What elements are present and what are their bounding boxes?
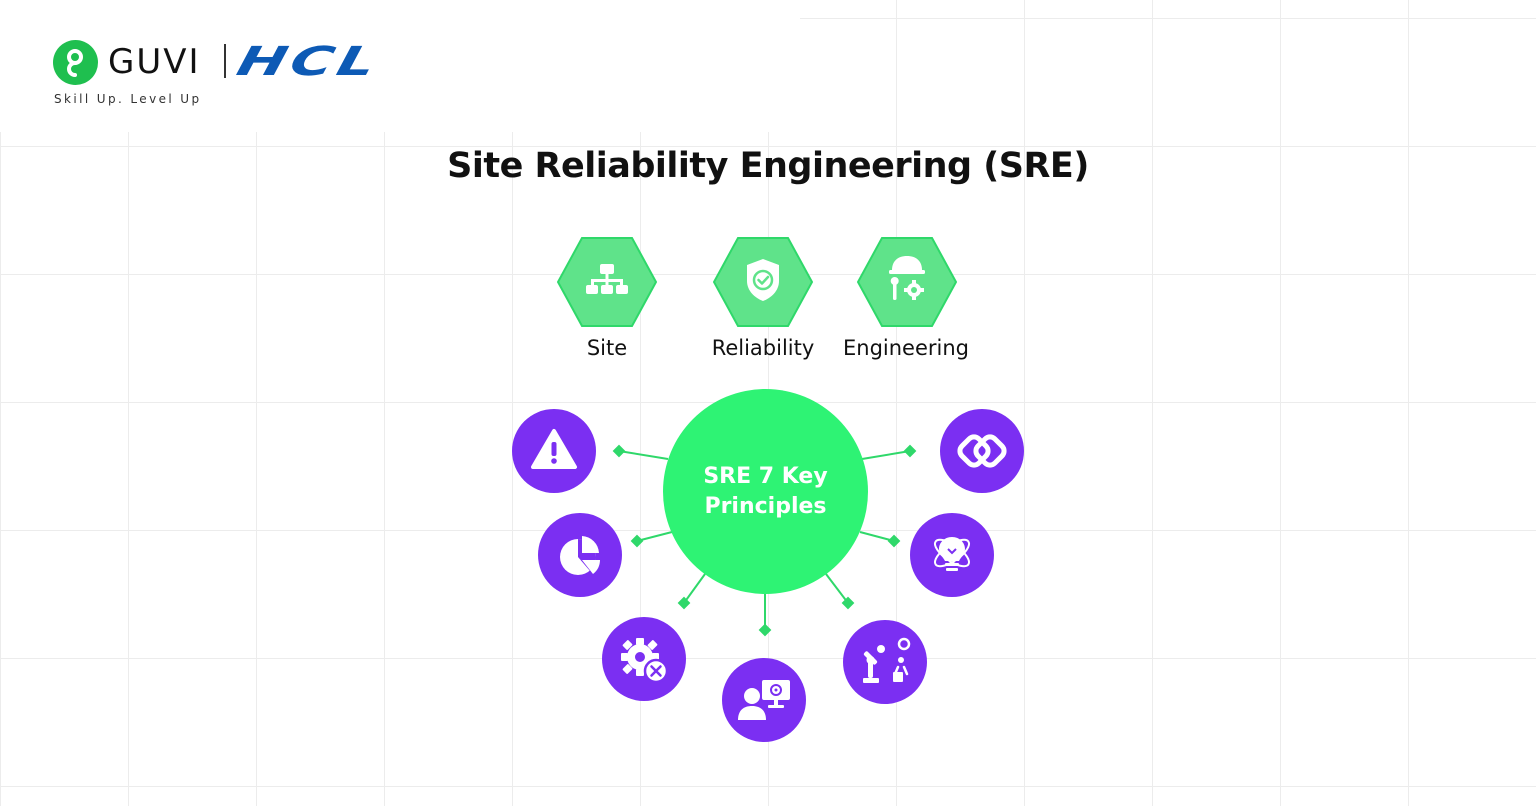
connector-dot — [677, 596, 691, 610]
hex-reliability — [712, 237, 814, 327]
connector-line — [859, 531, 895, 542]
hierarchy-icon — [586, 264, 628, 294]
gear-error-icon — [621, 638, 669, 684]
robot-arm-icon — [863, 637, 911, 683]
connector-line — [861, 450, 911, 460]
connector-line — [825, 573, 849, 604]
hex-site — [556, 237, 658, 327]
hex-label-site: Site — [586, 336, 628, 360]
principle-node-pie-chart — [538, 513, 622, 597]
guvi-logo-mark-icon — [53, 40, 98, 85]
hex-label-engineering: Engineering — [843, 336, 969, 360]
logo-block: GUVI HCL Skill Up. Level Up — [0, 0, 800, 132]
engineer-monitor-icon — [738, 680, 790, 720]
warning-icon — [531, 429, 577, 469]
connector-dot — [612, 444, 626, 458]
connector-line — [636, 531, 673, 542]
pie-chart-icon — [560, 536, 600, 575]
link-chain-icon — [957, 434, 1007, 468]
hex-label-reliability: Reliability — [711, 336, 815, 360]
principle-node-engineer — [722, 658, 806, 742]
connector-line — [683, 573, 706, 604]
guvi-wordmark: GUVI — [108, 42, 201, 82]
hub-circle: SRE 7 Key Principles — [663, 389, 868, 594]
hardhat-tools-icon — [889, 256, 925, 300]
hub-line-2: Principles — [704, 493, 827, 519]
principle-node-gear-error — [602, 617, 686, 701]
connector-dot — [630, 534, 644, 548]
hex-engineering — [856, 237, 958, 327]
brand-tagline: Skill Up. Level Up — [54, 92, 202, 106]
page-title: Site Reliability Engineering (SRE) — [447, 146, 1089, 186]
hub-line-1: SRE 7 Key — [703, 463, 828, 489]
connector-dot — [758, 623, 772, 637]
principle-node-link — [940, 409, 1024, 493]
connector-dot — [903, 444, 917, 458]
connector-dot — [887, 534, 901, 548]
principle-node-warning — [512, 409, 596, 493]
logo-divider — [224, 44, 226, 78]
shield-check-icon — [747, 259, 779, 301]
connector-line — [618, 450, 669, 460]
principle-node-robot-arm — [843, 620, 927, 704]
principle-node-lightbulb — [910, 513, 994, 597]
connector-dot — [841, 596, 855, 610]
lightbulb-atom-icon — [933, 537, 971, 571]
